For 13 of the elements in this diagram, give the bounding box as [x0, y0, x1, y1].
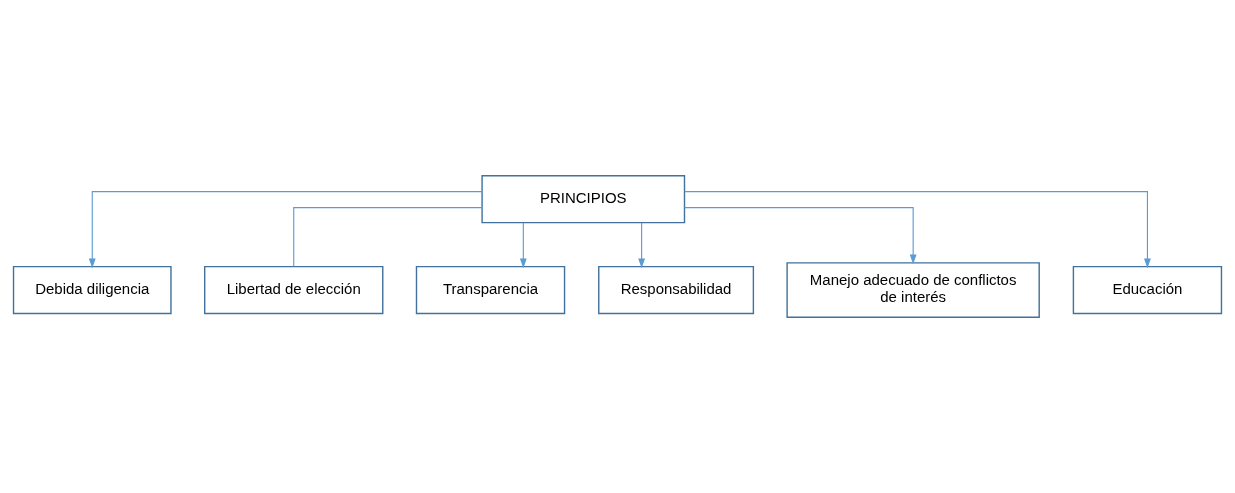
node-box: Responsabilidad	[598, 265, 755, 315]
node-box: Manejo adecuado de conflictos de interés	[786, 262, 1040, 318]
node-box: Educación	[1072, 265, 1223, 315]
connector	[293, 207, 483, 267]
arrow	[684, 191, 1151, 269]
arrow	[638, 222, 646, 269]
node-box: Libertad de elección	[204, 265, 384, 315]
node-box: Transparencia	[415, 265, 566, 315]
arrow	[519, 222, 527, 269]
arrow	[88, 191, 483, 269]
node-box: Debida diligencia	[12, 265, 172, 315]
arrow	[683, 207, 917, 265]
node-box: PRINCIPIOS	[481, 175, 686, 224]
